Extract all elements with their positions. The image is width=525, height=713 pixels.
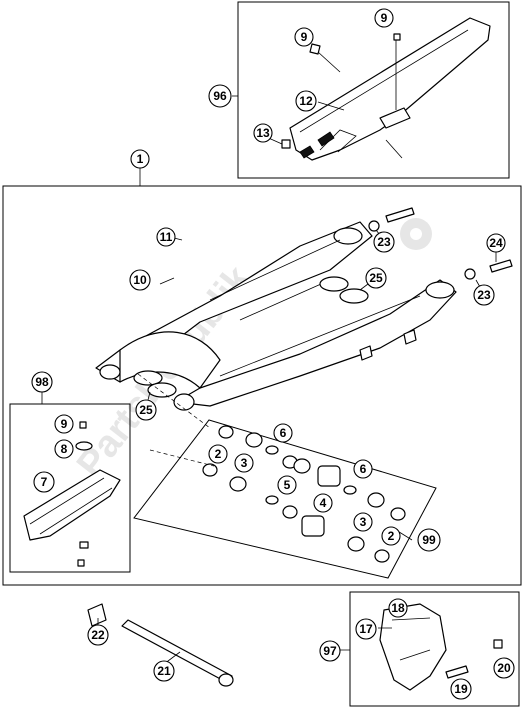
chain-guide-mount-frame — [349, 591, 520, 707]
svg-text:6: 6 — [360, 462, 367, 476]
callout-23: 23 — [473, 284, 495, 306]
svg-text:9: 9 — [381, 11, 388, 25]
callout-6: 6 — [353, 459, 373, 479]
swingarm-frame — [2, 185, 522, 586]
callout-6: 6 — [273, 423, 293, 443]
callout-13: 13 — [253, 123, 273, 143]
callout-18: 18 — [388, 598, 408, 618]
svg-text:1: 1 — [137, 152, 144, 166]
svg-text:23: 23 — [477, 288, 491, 302]
svg-text:2: 2 — [388, 529, 395, 543]
callout-25: 25 — [135, 399, 157, 421]
svg-text:18: 18 — [391, 601, 405, 615]
svg-text:4: 4 — [320, 496, 327, 510]
callout-98: 98 — [31, 371, 53, 393]
svg-text:99: 99 — [422, 533, 436, 547]
callout-8: 8 — [54, 439, 74, 459]
svg-text:9: 9 — [61, 417, 68, 431]
svg-text:23: 23 — [377, 235, 391, 249]
svg-text:12: 12 — [299, 94, 313, 108]
callout-96: 96 — [208, 84, 232, 108]
callout-99: 99 — [417, 528, 441, 552]
svg-text:5: 5 — [284, 478, 291, 492]
callout-4: 4 — [313, 493, 333, 513]
callout-9: 9 — [374, 8, 394, 28]
svg-text:98: 98 — [35, 375, 49, 389]
chain-guide-frame — [237, 1, 510, 179]
callout-9: 9 — [54, 414, 74, 434]
callout-25: 25 — [365, 267, 387, 289]
callout-11: 11 — [156, 227, 176, 247]
callout-24: 24 — [486, 233, 506, 253]
callout-17: 17 — [355, 618, 377, 640]
callout-19: 19 — [450, 678, 472, 700]
bearing-kit-drawing — [137, 373, 406, 563]
swingarm-drawing — [95, 221, 457, 411]
callout-97: 97 — [319, 640, 341, 662]
svg-text:21: 21 — [157, 664, 171, 678]
svg-text:11: 11 — [160, 230, 173, 244]
svg-text:10: 10 — [133, 273, 147, 287]
pivot-axle-drawing — [87, 603, 234, 687]
callout-3: 3 — [353, 512, 373, 532]
bearing-kit-frame — [133, 419, 437, 579]
chain-guide-drawing — [281, 17, 491, 161]
callout-12: 12 — [295, 90, 317, 112]
svg-text:6: 6 — [280, 426, 287, 440]
axle-bolts-drawing — [368, 207, 513, 280]
svg-text:96: 96 — [213, 89, 227, 103]
svg-text:17: 17 — [359, 622, 373, 636]
svg-text:9: 9 — [301, 30, 308, 44]
callout-10: 10 — [129, 269, 151, 291]
svg-text:7: 7 — [41, 475, 48, 489]
callout-20: 20 — [493, 657, 515, 679]
svg-text:2: 2 — [215, 447, 222, 461]
chain-slider-drawing — [23, 421, 121, 567]
callout-22: 22 — [87, 624, 109, 646]
callout-23: 23 — [373, 231, 395, 253]
svg-text:97: 97 — [323, 644, 337, 658]
callout-21: 21 — [153, 660, 175, 682]
svg-text:8: 8 — [61, 442, 68, 456]
watermark-gear-icon — [400, 218, 432, 250]
svg-text:3: 3 — [360, 515, 367, 529]
chain-slider-frame — [9, 403, 131, 573]
svg-text:25: 25 — [139, 403, 153, 417]
callout-3: 3 — [234, 453, 254, 473]
callout-2: 2 — [208, 444, 228, 464]
svg-text:19: 19 — [454, 682, 468, 696]
svg-text:22: 22 — [91, 628, 105, 642]
callout-5: 5 — [277, 475, 297, 495]
callout-7: 7 — [33, 471, 55, 493]
svg-text:24: 24 — [489, 236, 503, 250]
svg-text:20: 20 — [497, 661, 511, 675]
callout-9: 9 — [294, 27, 314, 47]
callout-1: 1 — [130, 149, 150, 169]
svg-text:3: 3 — [241, 456, 248, 470]
callout-2: 2 — [381, 526, 401, 546]
svg-text:13: 13 — [256, 126, 270, 140]
svg-text:25: 25 — [369, 271, 383, 285]
